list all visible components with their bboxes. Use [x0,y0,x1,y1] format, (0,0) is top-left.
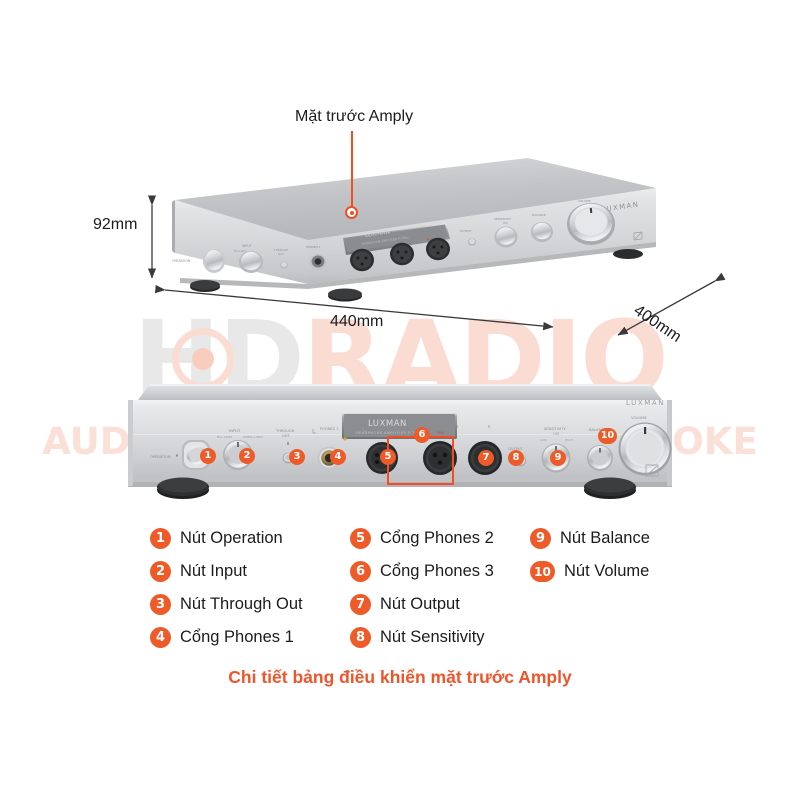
legend-item-4[interactable]: 4 Cổng Phones 1 [150,627,294,648]
svg-text:MID: MID [503,221,508,225]
svg-text:BALANCE: BALANCE [589,428,607,432]
footer-caption: Chi tiết bảng điều khiển mặt trước Amply [228,667,572,687]
legend-badge-10: 10 [530,561,555,582]
svg-text:L: L [428,425,430,429]
legend-label-4: Cổng Phones 1 [180,628,294,646]
svg-text:HEADPHONE AMPLIFIER P-750u: HEADPHONE AMPLIFIER P-750u [356,431,423,435]
svg-text:HEADPHONE AMPLIFIER P-750u: HEADPHONE AMPLIFIER P-750u [362,235,409,246]
legend-badge-8: 8 [350,627,371,648]
marker-7-output[interactable]: 7 [478,450,494,466]
dimension-width-label: 440mm [330,313,384,330]
svg-text:PHONES 2: PHONES 2 [348,241,363,245]
phones3-highlight-box [387,436,454,485]
svg-text:SENSITIVITY: SENSITIVITY [494,217,512,221]
legend-label-8: Nút Sensitivity [380,628,485,646]
legend-label-10: Nút Volume [564,562,650,580]
legend-badge-1: 1 [150,528,171,549]
legend-label-2: Nút Input [180,562,247,580]
svg-text:MID: MID [553,432,560,436]
marker-4-phones1[interactable]: 4 [330,449,346,465]
svg-text:OPERATION: OPERATION [150,455,171,459]
legend-label-6: Cổng Phones 3 [380,562,494,580]
legend-item-9[interactable]: 9 Nút Balance [530,528,650,549]
callout-leader-line [351,131,353,210]
dimension-height-label: 92mm [93,216,138,233]
legend-badge-7: 7 [350,594,371,615]
svg-text:OUT: OUT [282,434,290,438]
marker-1-operation[interactable]: 1 [200,448,216,464]
amplifier-front-image: LUXMAN HEADPHONE AMPLIFIER P-750u MkII O… [128,384,672,499]
legend: 1 Nút Operation 2 Nút Input 3 Nút Throug… [150,528,670,656]
marker-8-sensitivity[interactable]: 8 [508,450,524,466]
legend-label-1: Nút Operation [180,529,283,547]
svg-text:HIGH: HIGH [565,438,573,442]
svg-text:VOLUME: VOLUME [631,415,648,420]
marker-6-phones3[interactable]: 6 [414,427,430,443]
svg-text:INPUT: INPUT [242,244,252,248]
legend-item-5[interactable]: 5 Cổng Phones 2 [350,528,494,549]
svg-text:INPUT: INPUT [229,428,241,433]
svg-text:R: R [488,425,491,429]
svg-text:L PHONES 3 R: L PHONES 3 R [394,233,414,237]
legend-label-5: Cổng Phones 2 [380,529,494,547]
legend-item-3[interactable]: 3 Nút Through Out [150,594,303,615]
svg-text:MkII: MkII [427,237,434,242]
callout-point-marker [345,206,358,219]
svg-text:LUXMAN: LUXMAN [368,419,407,429]
svg-text:BAL-LINE1: BAL-LINE1 [217,435,233,439]
legend-badge-4: 4 [150,627,171,648]
legend-badge-2: 2 [150,561,171,582]
legend-label-9: Nút Balance [560,529,650,547]
svg-text:PHONES 3: PHONES 3 [440,425,458,429]
amplifier-perspective-image: LUXMAN HEADPHONE AMPLIFIER P-750u MkII L… [172,158,656,302]
svg-text:BALANCE: BALANCE [532,213,546,217]
svg-text:OUTPUT: OUTPUT [508,447,523,451]
legend-badge-9: 9 [530,528,551,549]
svg-text:LOW: LOW [540,438,547,442]
svg-text:BAL-LINE1: BAL-LINE1 [234,250,247,253]
marker-10-volume[interactable]: 10 [598,428,617,444]
legend-label-7: Nút Output [380,595,460,613]
marker-3-through-out[interactable]: 3 [289,449,305,465]
legend-badge-5: 5 [350,528,371,549]
svg-text:OUT: OUT [278,252,284,256]
legend-item-8[interactable]: 8 Nút Sensitivity [350,627,485,648]
legend-item-2[interactable]: 2 Nút Input [150,561,247,582]
svg-text:MkII: MkII [437,431,444,435]
svg-text:UNBAL-LINE2: UNBAL-LINE2 [243,435,263,439]
svg-text:VOLUME: VOLUME [578,199,591,203]
legend-item-6[interactable]: 6 Cổng Phones 3 [350,561,494,582]
legend-badge-6: 6 [350,561,371,582]
svg-text:OUTPUT: OUTPUT [460,229,472,233]
svg-text:PHONES 2: PHONES 2 [372,425,390,429]
svg-text:LUXMAN: LUXMAN [364,229,390,239]
svg-text:PHONES 1: PHONES 1 [320,427,338,431]
svg-text:OPERATION: OPERATION [172,259,191,263]
svg-text:THROUGH: THROUGH [275,429,295,433]
svg-text:PHONES 1: PHONES 1 [306,245,321,249]
legend-item-10[interactable]: 10 Nút Volume [530,561,649,582]
marker-5-phones2[interactable]: 5 [380,449,396,465]
legend-label-3: Nút Through Out [180,595,303,613]
marker-2-input[interactable]: 2 [239,448,255,464]
legend-item-7[interactable]: 7 Nút Output [350,594,460,615]
svg-text:SENSITIVITY: SENSITIVITY [544,427,567,431]
callout-label: Mặt trước Amply [295,108,414,125]
legend-badge-3: 3 [150,594,171,615]
svg-text:LUXMAN: LUXMAN [626,399,665,407]
svg-text:THROUGH: THROUGH [273,248,288,252]
legend-item-1[interactable]: 1 Nút Operation [150,528,283,549]
marker-9-balance[interactable]: 9 [550,450,566,466]
